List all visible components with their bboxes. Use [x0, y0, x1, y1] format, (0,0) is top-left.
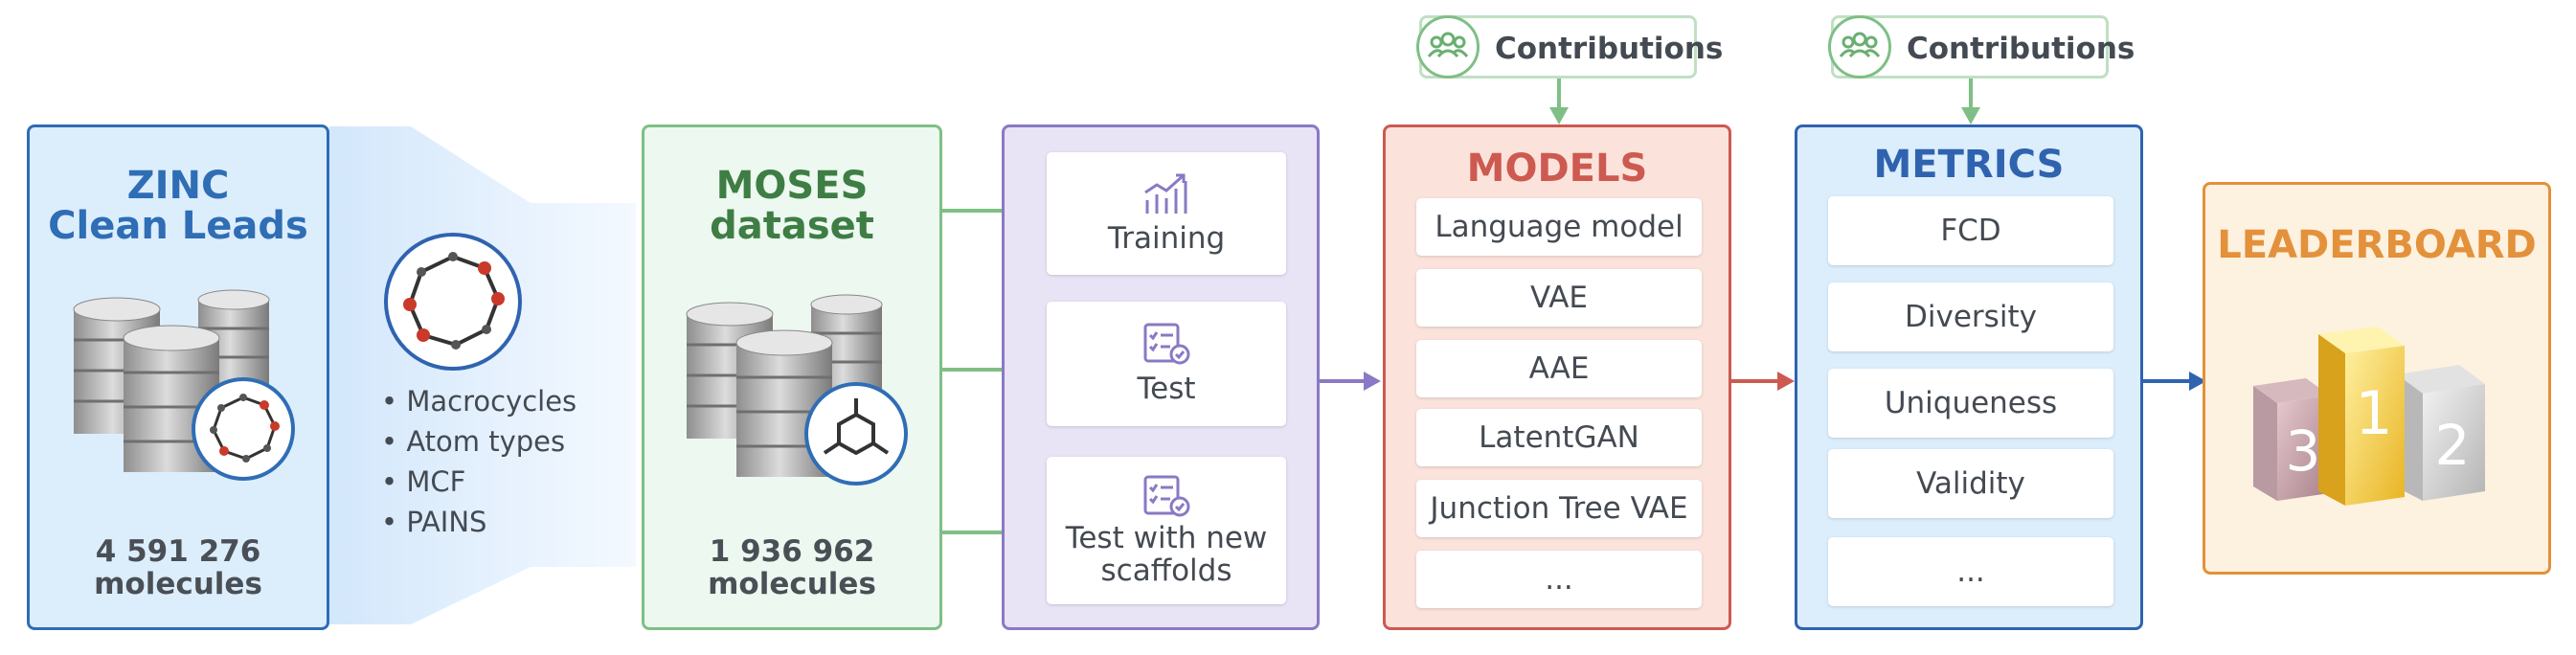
split-label-training: Training: [1107, 221, 1226, 256]
arrow-models-to-metrics: [1731, 372, 1795, 391]
filter-item: • MCF: [381, 465, 466, 498]
zinc-count: 4 591 276: [95, 534, 261, 569]
moses-unit: molecules: [708, 567, 876, 601]
filter-item: • Macrocycles: [381, 385, 577, 418]
podium-icon: 1 2 3: [2253, 327, 2485, 506]
third-place-label: 3: [2286, 418, 2321, 484]
model-item: VAE: [1416, 269, 1702, 327]
metric-item: Diversity: [1828, 282, 2113, 351]
contributions-label: Contributions: [1495, 32, 1724, 66]
chart-icon: [1144, 173, 1187, 214]
split-label-scaffold-line2: scaffolds: [1100, 553, 1232, 588]
arrow-metrics-to-leaderboard: [2143, 372, 2206, 391]
contributions-label: Contributions: [1907, 32, 2135, 66]
zinc-title-line2: Clean Leads: [48, 204, 308, 248]
leaderboard-title: LEADERBOARD: [2217, 223, 2537, 267]
model-item: LatentGAN: [1416, 409, 1702, 466]
split-label-scaffold-line1: Test with new: [1065, 521, 1268, 555]
moses-panel: MOSES dataset 1 936 962 molecules: [642, 124, 942, 630]
splits-panel: Training Test Test with new scaffolds: [1002, 124, 1320, 630]
filter-list: • Macrocycles • Atom types • MCF • PAINS: [381, 381, 576, 542]
metric-item: ...: [1828, 537, 2113, 606]
models-panel: MODELS Language model VAE AAE LatentGAN …: [1383, 124, 1731, 630]
model-item: Language model: [1416, 198, 1702, 256]
split-label-test: Test: [1137, 372, 1196, 406]
filter-item: • PAINS: [381, 506, 487, 538]
zinc-title-line1: ZINC: [126, 164, 230, 208]
metric-item: Validity: [1828, 449, 2113, 518]
database-icon: [73, 289, 295, 481]
metric-item: FCD: [1828, 196, 2113, 265]
models-title: MODELS: [1466, 147, 1648, 191]
metric-item: Uniqueness: [1828, 369, 2113, 438]
zinc-unit: molecules: [94, 567, 262, 601]
people-icon: [1416, 15, 1480, 79]
database-icon: [686, 294, 908, 486]
people-icon: [1828, 15, 1891, 79]
moses-title-line2: dataset: [710, 204, 874, 248]
model-item: Junction Tree VAE: [1416, 480, 1702, 537]
leaderboard-panel: LEADERBOARD 1 2 3: [2203, 182, 2551, 575]
moses-count: 1 936 962: [709, 534, 875, 569]
split-card-scaffold: Test with new scaffolds: [1047, 457, 1286, 604]
moses-title-line1: MOSES: [715, 164, 869, 208]
metrics-title: METRICS: [1873, 143, 2065, 187]
filter-funnel: [329, 126, 636, 624]
arrow-splits-to-models: [1320, 372, 1381, 391]
model-item: AAE: [1416, 340, 1702, 397]
checklist-icon: [1143, 475, 1190, 517]
split-card-test: Test: [1047, 302, 1286, 426]
zinc-panel: ZINC Clean Leads: [27, 124, 329, 630]
contributions-badge-metrics: Contributions: [1828, 15, 2135, 79]
second-place-label: 2: [2435, 413, 2471, 478]
metrics-panel: METRICS FCD Diversity Uniqueness Validit…: [1795, 124, 2143, 630]
macrocycle-molecule-icon: [384, 233, 522, 371]
contributions-arrow-metrics: [1961, 79, 1980, 124]
model-item: ...: [1416, 551, 1702, 608]
contributions-arrow-models: [1549, 79, 1569, 124]
first-place-label: 1: [2355, 378, 2392, 448]
checklist-icon: [1143, 323, 1190, 365]
contributions-badge-models: Contributions: [1416, 15, 1723, 79]
filter-item: • Atom types: [381, 425, 566, 458]
split-card-training: Training: [1047, 152, 1286, 275]
